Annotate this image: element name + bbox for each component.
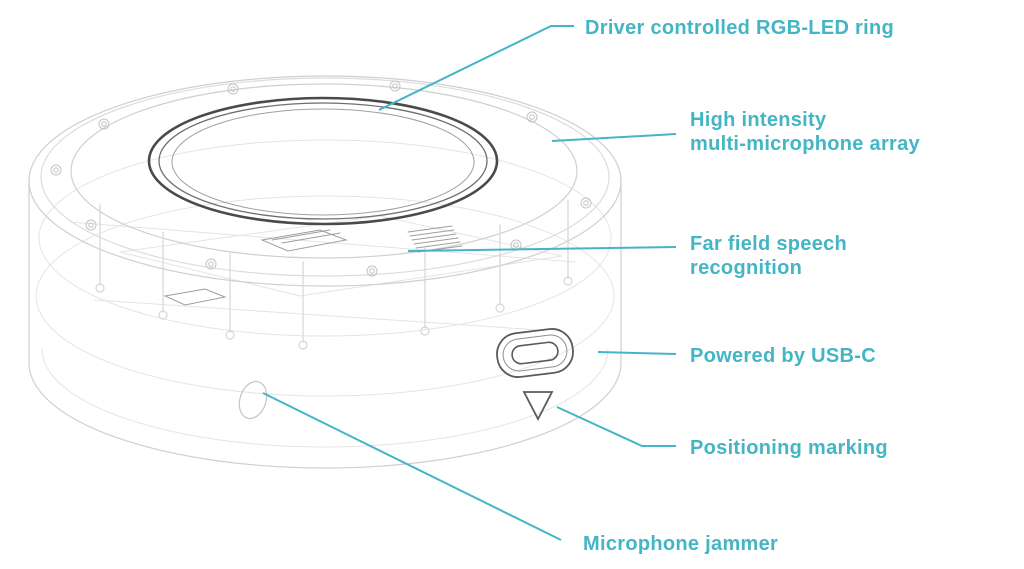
label-mic-array-line1: High intensity	[690, 109, 827, 131]
label-positioning: Positioning marking	[690, 437, 888, 459]
label-far-field-line1: Far field speech	[690, 233, 848, 255]
internal-standoffs	[95, 199, 573, 350]
led-ring	[147, 96, 499, 226]
rim-screws	[50, 80, 592, 277]
positioning-triangle	[522, 391, 554, 421]
usb-c-port	[496, 328, 574, 378]
device-wireframe	[28, 75, 622, 469]
label-led-ring: Driver controlled RGB-LED ring	[585, 17, 895, 39]
device-interior-lines	[35, 139, 615, 448]
circuit-blocks	[163, 225, 463, 306]
device-body	[28, 75, 622, 469]
leader-line-led-ring	[378, 25, 574, 111]
leader-line-mic-array	[551, 133, 677, 142]
label-far-field-line2: recognition	[690, 257, 803, 279]
label-mic-array: High intensity multi-microphone array	[690, 108, 920, 156]
label-usb: Powered by USB-C	[690, 345, 876, 367]
leader-line-positioning	[556, 406, 676, 447]
label-mic-array-line2: multi-microphone array	[690, 133, 920, 155]
leader-line-far-field	[407, 246, 677, 252]
microphone-jammer-part	[238, 380, 268, 420]
leader-line-jammer	[262, 392, 562, 541]
label-jammer: Microphone jammer	[583, 533, 779, 555]
label-far-field: Far field speech recognition	[690, 232, 847, 280]
leader-line-usb	[597, 351, 677, 355]
leader-lines	[262, 25, 677, 541]
